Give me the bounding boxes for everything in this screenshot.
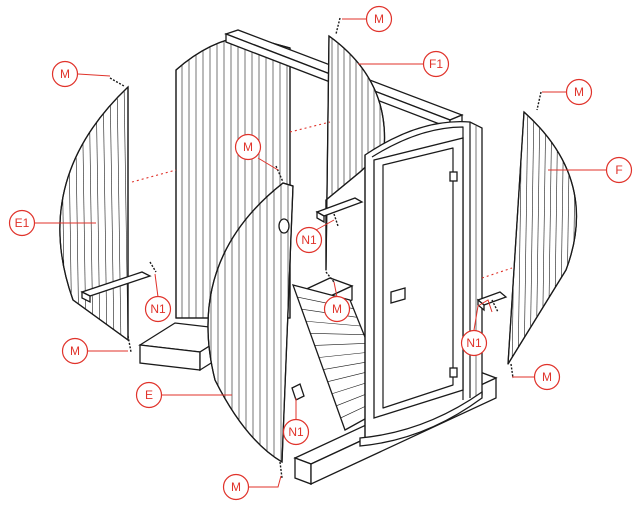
callout-m-upper-left: M — [51, 60, 111, 88]
slat-line — [47, 80, 51, 345]
svg-text:M: M — [231, 480, 241, 494]
slat-line — [508, 112, 511, 364]
svg-text:M: M — [60, 67, 70, 81]
callout-m-lower-right: M — [512, 363, 561, 391]
callout-m-door-left: M — [234, 133, 279, 171]
svg-text:M: M — [574, 85, 584, 99]
slat-line — [95, 87, 101, 340]
slat-line — [109, 87, 115, 340]
svg-text:F: F — [615, 163, 622, 177]
panel-f — [507, 100, 588, 370]
bench-bracket-lower — [291, 383, 305, 401]
svg-text:M: M — [542, 370, 552, 384]
slat-line — [102, 87, 108, 340]
svg-text:M: M — [70, 344, 80, 358]
svg-text:M: M — [374, 12, 384, 26]
panel-e1 — [40, 80, 152, 345]
slat-line — [40, 80, 44, 345]
panel-e-vent-hole — [278, 218, 290, 234]
svg-text:N1: N1 — [288, 425, 304, 439]
callout-m-lower-left: M — [61, 337, 128, 365]
alignment-guides — [131, 121, 513, 279]
callout-n1-lower: N1 — [282, 398, 310, 446]
floor-slat — [318, 351, 372, 358]
callout-m-right-top: M — [542, 78, 593, 106]
svg-text:E: E — [145, 388, 153, 402]
callout-n1-right: N1 — [460, 299, 493, 357]
slat-line — [529, 112, 535, 364]
callout-e1: E1 — [8, 209, 96, 237]
callout-f: F — [548, 156, 633, 184]
slat-line — [116, 87, 122, 340]
callout-m-top: M — [342, 5, 393, 33]
callout-n1-left: N1 — [144, 273, 172, 323]
slat-line — [584, 100, 588, 370]
svg-text:M: M — [332, 302, 342, 316]
door-frame-assembly — [359, 120, 483, 447]
slat-line — [578, 100, 582, 370]
callout-m-bottom: M — [222, 473, 282, 501]
floor-slat — [305, 320, 361, 327]
slat-line — [123, 87, 128, 340]
panel-e — [207, 182, 305, 464]
callout-n1-upper: N1 — [295, 219, 335, 254]
svg-text:F1: F1 — [429, 57, 443, 71]
callout-m-center: M — [323, 281, 351, 323]
slat-line — [54, 80, 58, 345]
mounting-pins — [109, 17, 542, 479]
svg-text:E1: E1 — [15, 216, 30, 230]
svg-text:N1: N1 — [466, 336, 482, 350]
callout-e: E — [135, 381, 232, 409]
floor-slat — [314, 343, 368, 346]
slat-line — [523, 112, 529, 364]
svg-text:N1: N1 — [150, 302, 166, 316]
callout-f1: F1 — [358, 50, 450, 78]
callouts: M F1 M M F M E1 N1 — [8, 5, 633, 501]
floor-slat — [310, 333, 365, 335]
svg-text:N1: N1 — [301, 233, 317, 247]
svg-text:M: M — [243, 140, 253, 154]
bench-bracket-upper — [315, 197, 364, 224]
